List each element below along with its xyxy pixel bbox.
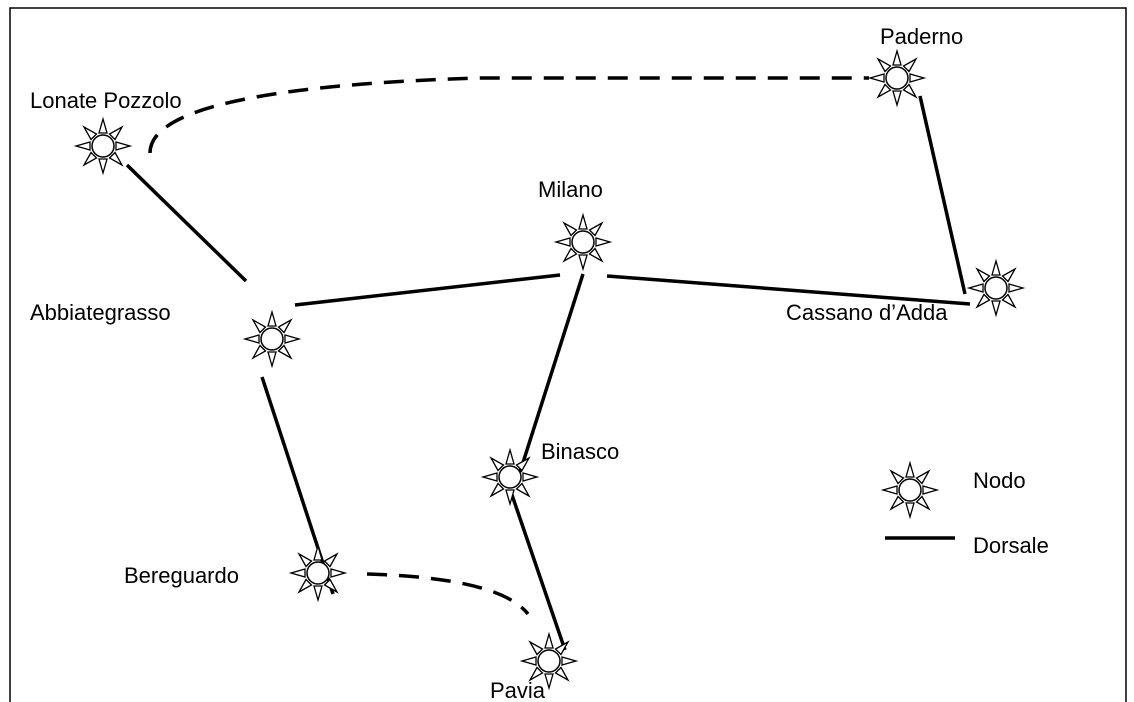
label-paderno: Paderno <box>880 24 963 49</box>
node-abbiategrasso-icon <box>244 311 300 367</box>
link-abbiategrasso-bereguardo <box>260 376 335 595</box>
label-lonate: Lonate Pozzolo <box>30 88 182 113</box>
node-milano-icon <box>555 214 611 270</box>
link-paderno-cassano <box>918 95 967 295</box>
label-cassano: Cassano d’Adda <box>786 300 948 325</box>
label-milano: Milano <box>538 177 603 202</box>
link-milano-cassano <box>606 274 971 306</box>
link-milano-binasco <box>518 273 585 473</box>
link-bereguardo-pavia <box>366 572 530 616</box>
node-bereguardo-icon <box>290 545 346 601</box>
node-lonate-icon <box>75 118 131 174</box>
label-pavia: Pavia <box>490 678 546 702</box>
legend-node-icon <box>882 462 938 518</box>
node-cassano-icon <box>968 260 1024 316</box>
label-abbiategrasso: Abbiategrasso <box>30 300 171 325</box>
label-binasco: Binasco <box>541 439 619 464</box>
legend-node-label: Nodo <box>973 468 1026 493</box>
legend-line-label: Dorsale <box>973 533 1049 558</box>
link-lonate-paderno <box>148 76 869 154</box>
link-binasco-pavia <box>510 494 567 651</box>
legend: Nodo Dorsale <box>882 462 1049 558</box>
label-bereguardo: Bereguardo <box>124 563 239 588</box>
link-abbiategrasso-milano <box>294 273 561 307</box>
node-paderno-icon <box>869 50 925 106</box>
node-binasco-icon <box>482 449 538 505</box>
link-lonate-abbiategrasso <box>125 163 248 283</box>
diagram-frame <box>9 7 1127 702</box>
